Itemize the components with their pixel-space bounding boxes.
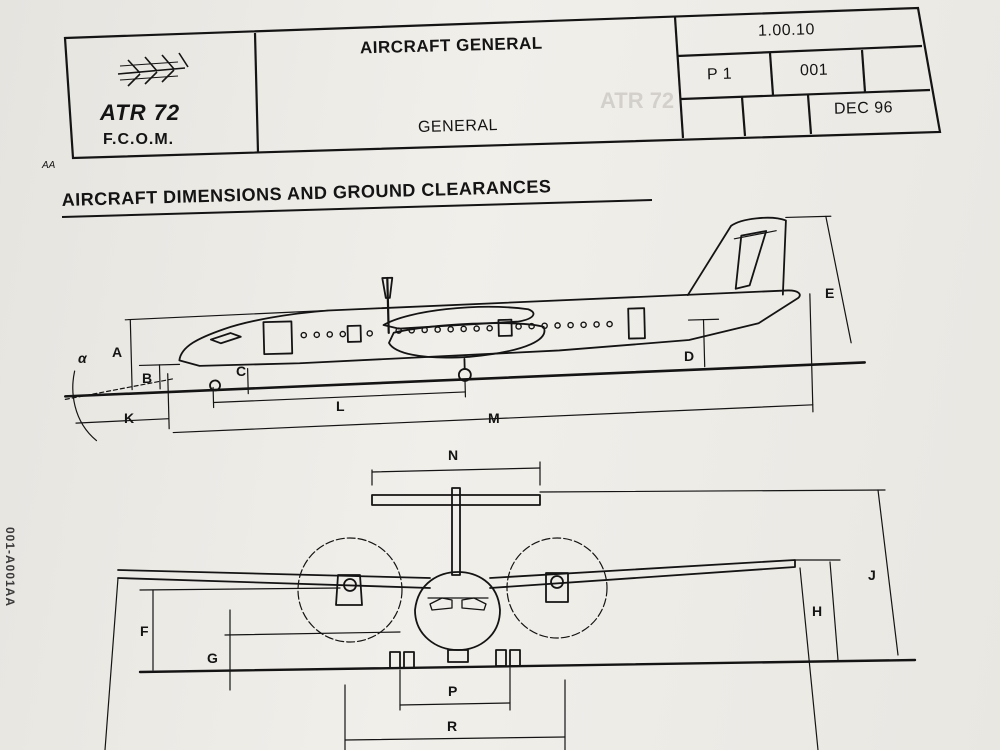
ghost-logo: ATR 72 bbox=[600, 88, 675, 113]
dim-P: P bbox=[448, 683, 457, 699]
dim-A: A bbox=[112, 344, 122, 360]
dim-L: L bbox=[336, 398, 345, 414]
side-figure-code: 001-A001AA bbox=[3, 526, 18, 608]
dim-alpha: α bbox=[78, 350, 88, 366]
dim-H: H bbox=[812, 603, 822, 619]
dim-G: G bbox=[207, 650, 218, 666]
logo-subtext: F.C.O.M. bbox=[103, 131, 175, 148]
dim-M: M bbox=[488, 410, 500, 426]
dim-N: N bbox=[448, 447, 458, 463]
side-view bbox=[63, 215, 866, 442]
dim-J: J bbox=[868, 567, 876, 583]
dim-D: D bbox=[684, 348, 694, 364]
dim-F: F bbox=[140, 623, 149, 639]
logo-text: ATR 72 bbox=[100, 100, 181, 125]
dim-K: K bbox=[124, 410, 134, 426]
atr-chevron-logo-icon bbox=[117, 52, 189, 87]
corner-code: AA bbox=[42, 160, 56, 171]
dim-R: R bbox=[447, 718, 457, 734]
dim-E: E bbox=[825, 285, 834, 301]
header-frame bbox=[63, 6, 942, 160]
section-title-underline bbox=[61, 199, 653, 218]
dim-B: B bbox=[142, 370, 152, 386]
dim-C: C bbox=[236, 363, 246, 379]
aircraft-drawing: α A B C D E K L M N J H F G P R bbox=[63, 215, 917, 750]
front-view bbox=[104, 461, 917, 750]
